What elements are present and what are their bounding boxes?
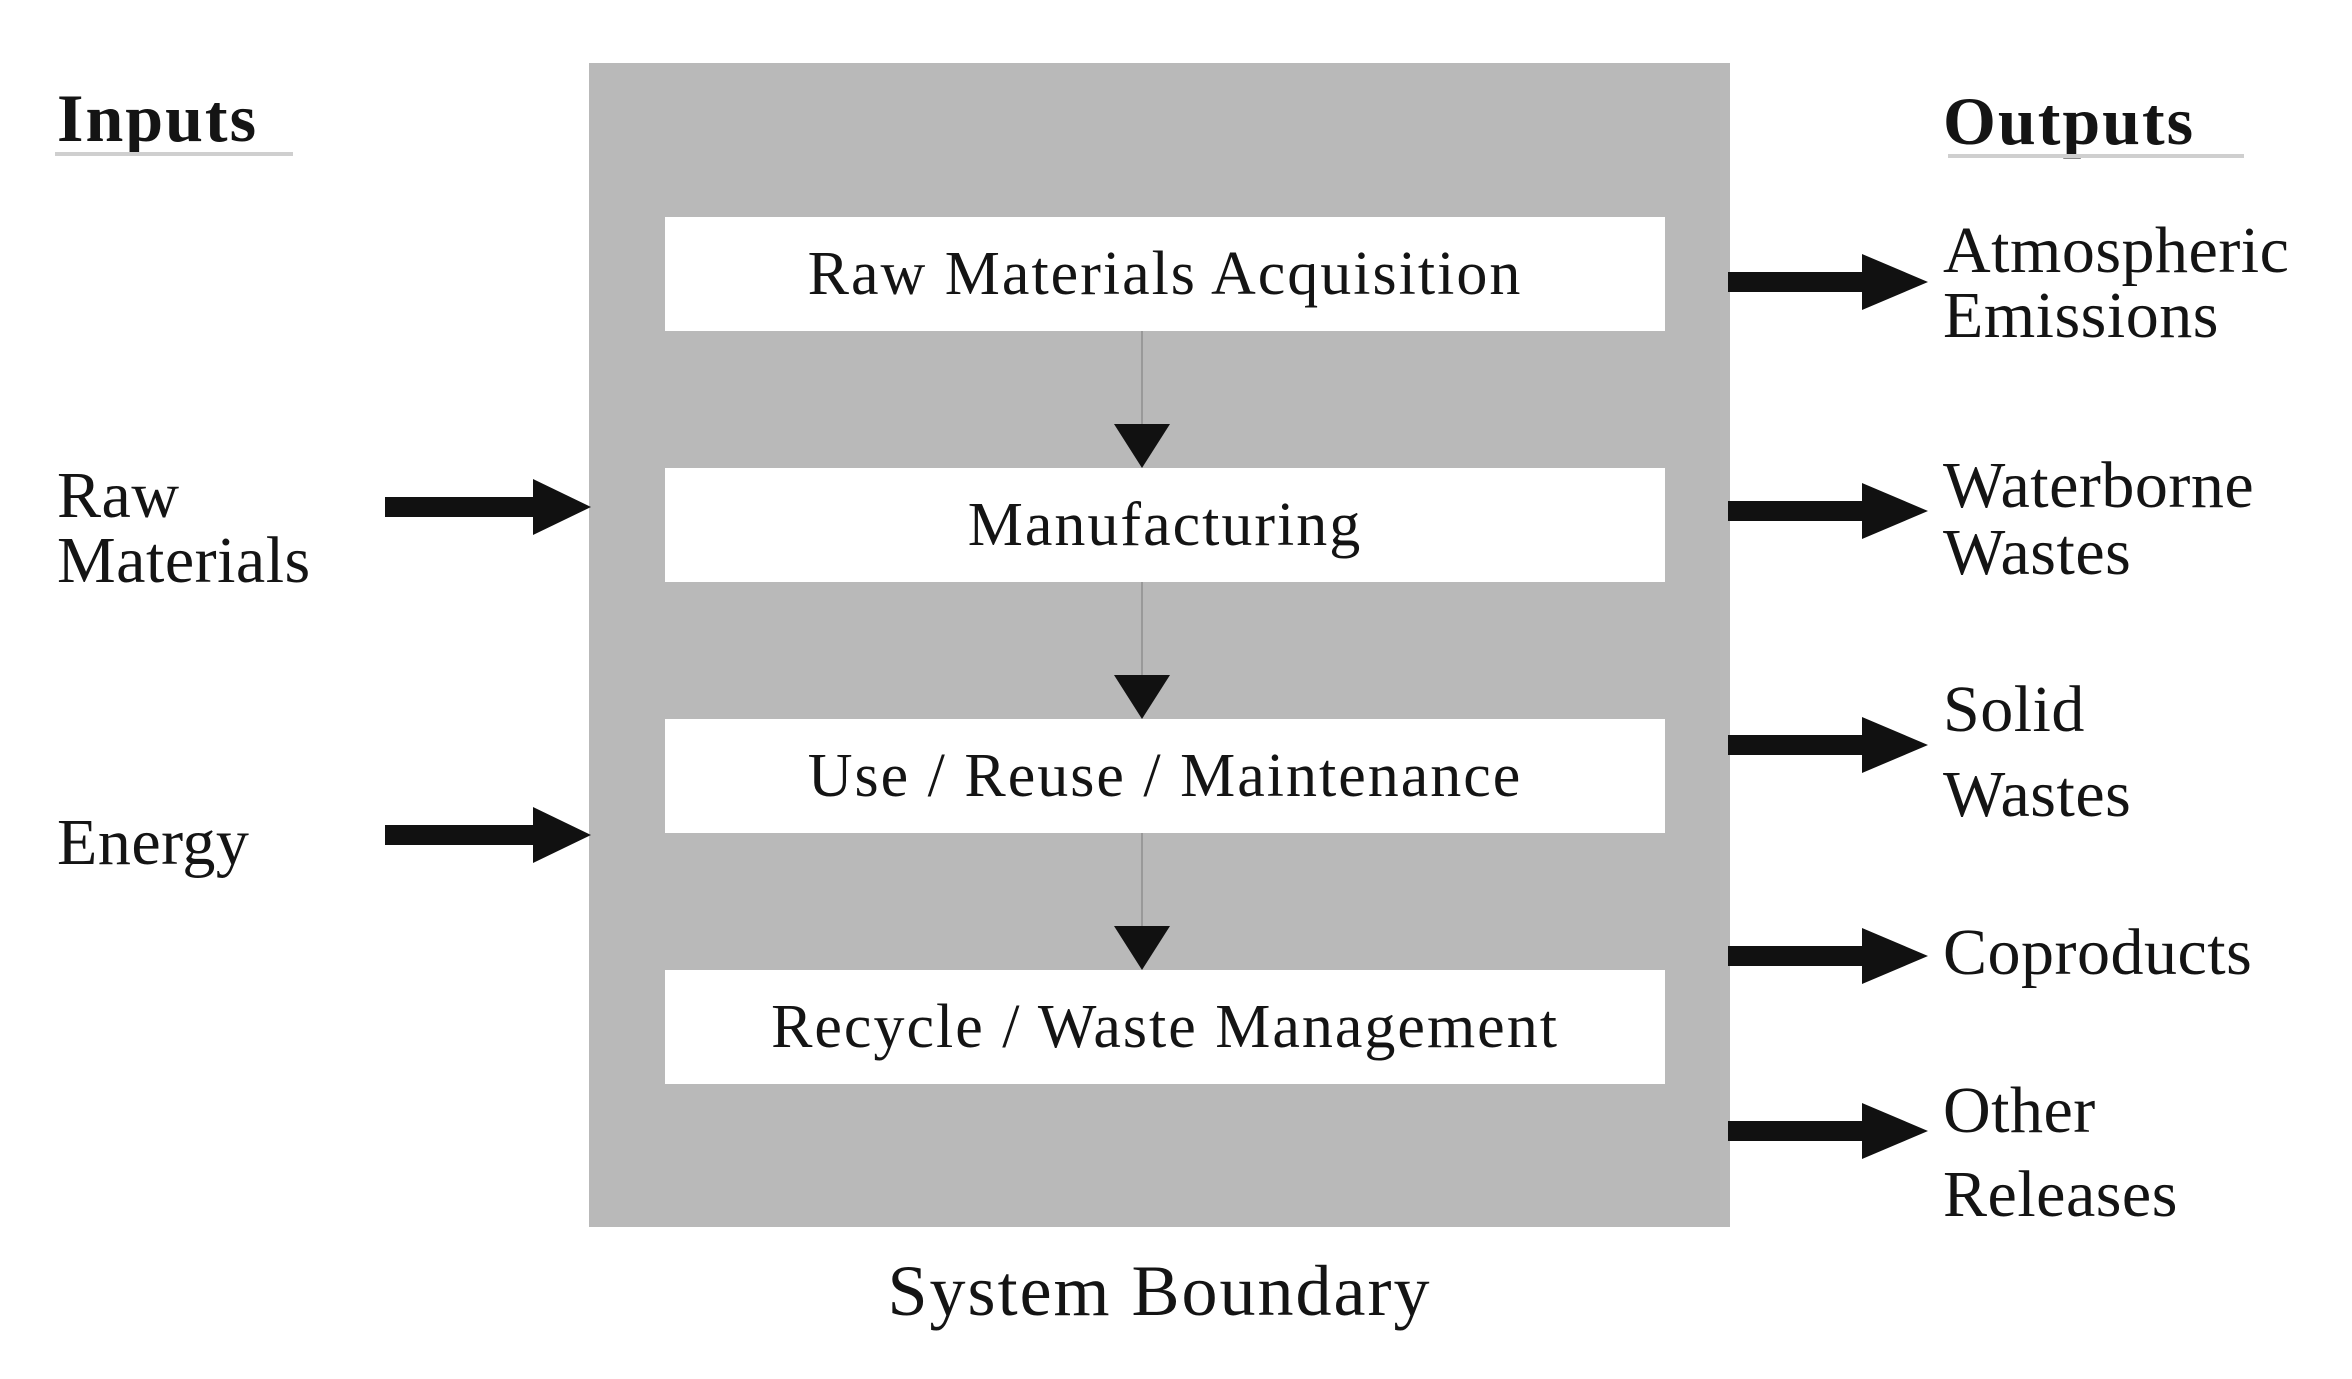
label-line: Releases <box>1943 1158 2178 1231</box>
label-line: Materials <box>57 524 311 597</box>
stage-label: Manufacturing <box>967 490 1363 559</box>
arrow-shaft <box>385 497 533 517</box>
stage-box-raw-materials-acquisition: Raw Materials Acquisition <box>665 217 1665 331</box>
label-line: Energy <box>57 806 250 879</box>
input-label-energy: Energy <box>57 806 250 879</box>
arrow-down-icon <box>1114 675 1170 719</box>
arrow-down-icon <box>1114 424 1170 468</box>
stage-box-manufacturing: Manufacturing <box>665 468 1665 582</box>
label-line: Solid <box>1943 673 2085 746</box>
label-line: Coproducts <box>1943 916 2253 989</box>
output-label-solid-wastes: Solid Wastes <box>1943 677 2131 847</box>
arrow-shaft <box>1728 735 1862 755</box>
label-line: Waterborne <box>1943 449 2255 522</box>
arrow-shaft <box>1728 946 1862 966</box>
output-label-coproducts: Coproducts <box>1943 916 2253 989</box>
arrow-right-icon <box>533 807 591 863</box>
label-line: Atmospheric <box>1943 214 2290 287</box>
arrow-shaft <box>1728 501 1862 521</box>
arrow-shaft <box>1728 272 1862 292</box>
stage-box-recycle-waste-management: Recycle / Waste Management <box>665 970 1665 1084</box>
stage-label: Recycle / Waste Management <box>771 992 1559 1061</box>
label-line: Emissions <box>1943 279 2219 352</box>
input-label-raw-materials: Raw Materials <box>57 459 311 597</box>
connector-line-3 <box>1141 833 1143 926</box>
system-boundary-caption: System Boundary <box>887 1251 1432 1331</box>
inputs-header: Inputs <box>57 80 259 156</box>
label-line: Wastes <box>1943 758 2132 831</box>
stage-box-use-reuse-maintenance: Use / Reuse / Maintenance <box>665 719 1665 833</box>
connector-line-2 <box>1141 582 1143 675</box>
outputs-header-underline <box>1948 154 2244 158</box>
outputs-header: Outputs <box>1943 83 2196 159</box>
arrow-right-icon <box>1862 717 1928 773</box>
arrow-right-icon <box>1862 254 1928 310</box>
arrow-right-icon <box>533 479 591 535</box>
label-line: Raw <box>57 459 180 532</box>
inputs-header-underline <box>55 152 293 156</box>
arrow-right-icon <box>1862 1103 1928 1159</box>
connector-line-1 <box>1141 331 1143 424</box>
output-label-atmospheric-emissions: Atmospheric Emissions <box>1943 214 2290 352</box>
arrow-right-icon <box>1862 928 1928 984</box>
arrow-shaft <box>385 825 533 845</box>
output-label-waterborne-wastes: Waterborne Wastes <box>1943 453 2254 587</box>
label-line: Wastes <box>1943 516 2132 589</box>
label-line: Other <box>1943 1074 2096 1147</box>
stage-label: Raw Materials Acquisition <box>807 239 1523 308</box>
stage-label: Use / Reuse / Maintenance <box>807 741 1523 810</box>
output-label-other-releases: Other Releases <box>1943 1078 2178 1246</box>
arrow-shaft <box>1728 1121 1862 1141</box>
arrow-right-icon <box>1862 483 1928 539</box>
arrow-down-icon <box>1114 926 1170 970</box>
